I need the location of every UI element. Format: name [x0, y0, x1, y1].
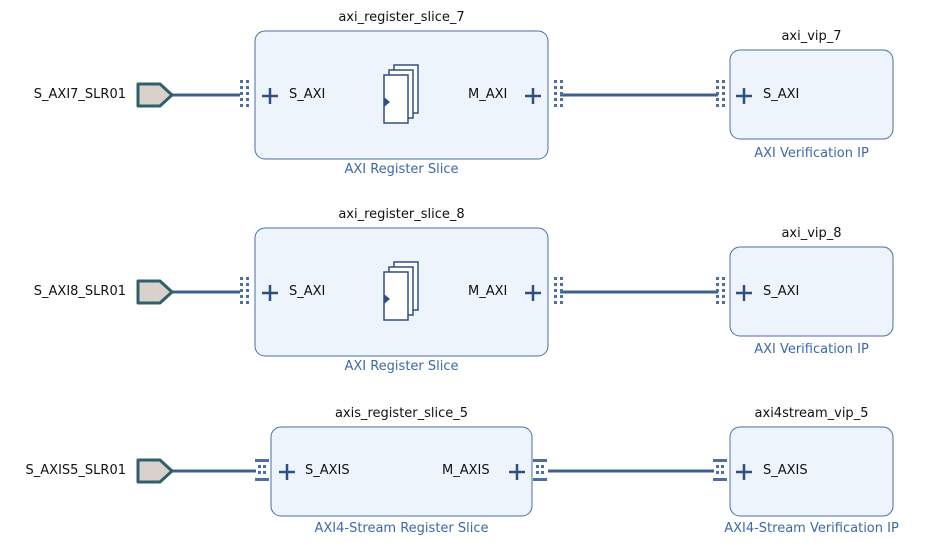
external-port-icon[interactable]: [136, 82, 174, 108]
input-port-label: S_AXI: [289, 284, 326, 299]
block-instance-name: axis_register_slice_5: [334, 406, 469, 421]
output-port-label: M_AXI: [468, 87, 508, 102]
block-instance-name: axi_vip_7: [781, 29, 842, 44]
ip-type-label: AXI Register Slice: [344, 359, 459, 374]
external-port-label: S_AXI8_SLR01: [33, 284, 126, 299]
external-port-label: S_AXI7_SLR01: [33, 87, 126, 102]
interface-connector-icon[interactable]: [554, 80, 563, 107]
expand-plus-icon[interactable]: [279, 464, 295, 480]
block-instance-name: axi_register_slice_8: [338, 207, 465, 222]
expand-plus-icon[interactable]: [736, 285, 752, 301]
register-slice-icon: [383, 64, 419, 124]
input-port-label: S_AXIS: [305, 463, 350, 478]
verification-ip-block[interactable]: [729, 246, 894, 337]
input-port-label: S_AXIS: [763, 463, 808, 478]
external-port-icon[interactable]: [136, 279, 174, 305]
input-port-label: S_AXI: [289, 87, 326, 102]
block-instance-name: axi4stream_vip_5: [754, 406, 869, 421]
block-instance-name: axi_vip_8: [781, 226, 842, 241]
ip-type-label: AXI Verification IP: [754, 342, 869, 357]
output-port-label: M_AXIS: [442, 463, 490, 478]
ip-type-label: AXI4-Stream Verification IP: [724, 521, 899, 536]
interface-connector-icon[interactable]: [240, 80, 249, 107]
register-slice-icon: [383, 261, 419, 321]
ip-type-label: AXI4-Stream Register Slice: [314, 521, 489, 536]
ip-type-label: AXI Register Slice: [344, 162, 459, 177]
interface-connector-icon[interactable]: [240, 277, 249, 304]
verification-ip-block[interactable]: [729, 49, 894, 140]
stream-connector-icon[interactable]: [255, 459, 269, 481]
expand-plus-icon[interactable]: [262, 285, 278, 301]
interface-connector-icon[interactable]: [716, 277, 725, 304]
interface-connector-icon[interactable]: [554, 277, 563, 304]
interface-connector-icon[interactable]: [716, 80, 725, 107]
expand-plus-icon[interactable]: [525, 88, 541, 104]
expand-plus-icon[interactable]: [736, 464, 752, 480]
block-instance-name: axi_register_slice_7: [338, 10, 465, 25]
expand-plus-icon[interactable]: [262, 88, 278, 104]
stream-connector-icon[interactable]: [713, 459, 727, 481]
ip-type-label: AXI Verification IP: [754, 146, 869, 161]
verification-ip-block[interactable]: [729, 426, 894, 517]
expand-plus-icon[interactable]: [525, 285, 541, 301]
stream-connector-icon[interactable]: [533, 459, 547, 481]
input-port-label: S_AXI: [763, 284, 800, 299]
expand-plus-icon[interactable]: [509, 464, 525, 480]
external-port-label: S_AXIS5_SLR01: [25, 463, 126, 478]
register-slice-block[interactable]: [270, 426, 533, 517]
input-port-label: S_AXI: [763, 87, 800, 102]
external-port-icon[interactable]: [136, 458, 174, 484]
expand-plus-icon[interactable]: [736, 88, 752, 104]
output-port-label: M_AXI: [468, 284, 508, 299]
